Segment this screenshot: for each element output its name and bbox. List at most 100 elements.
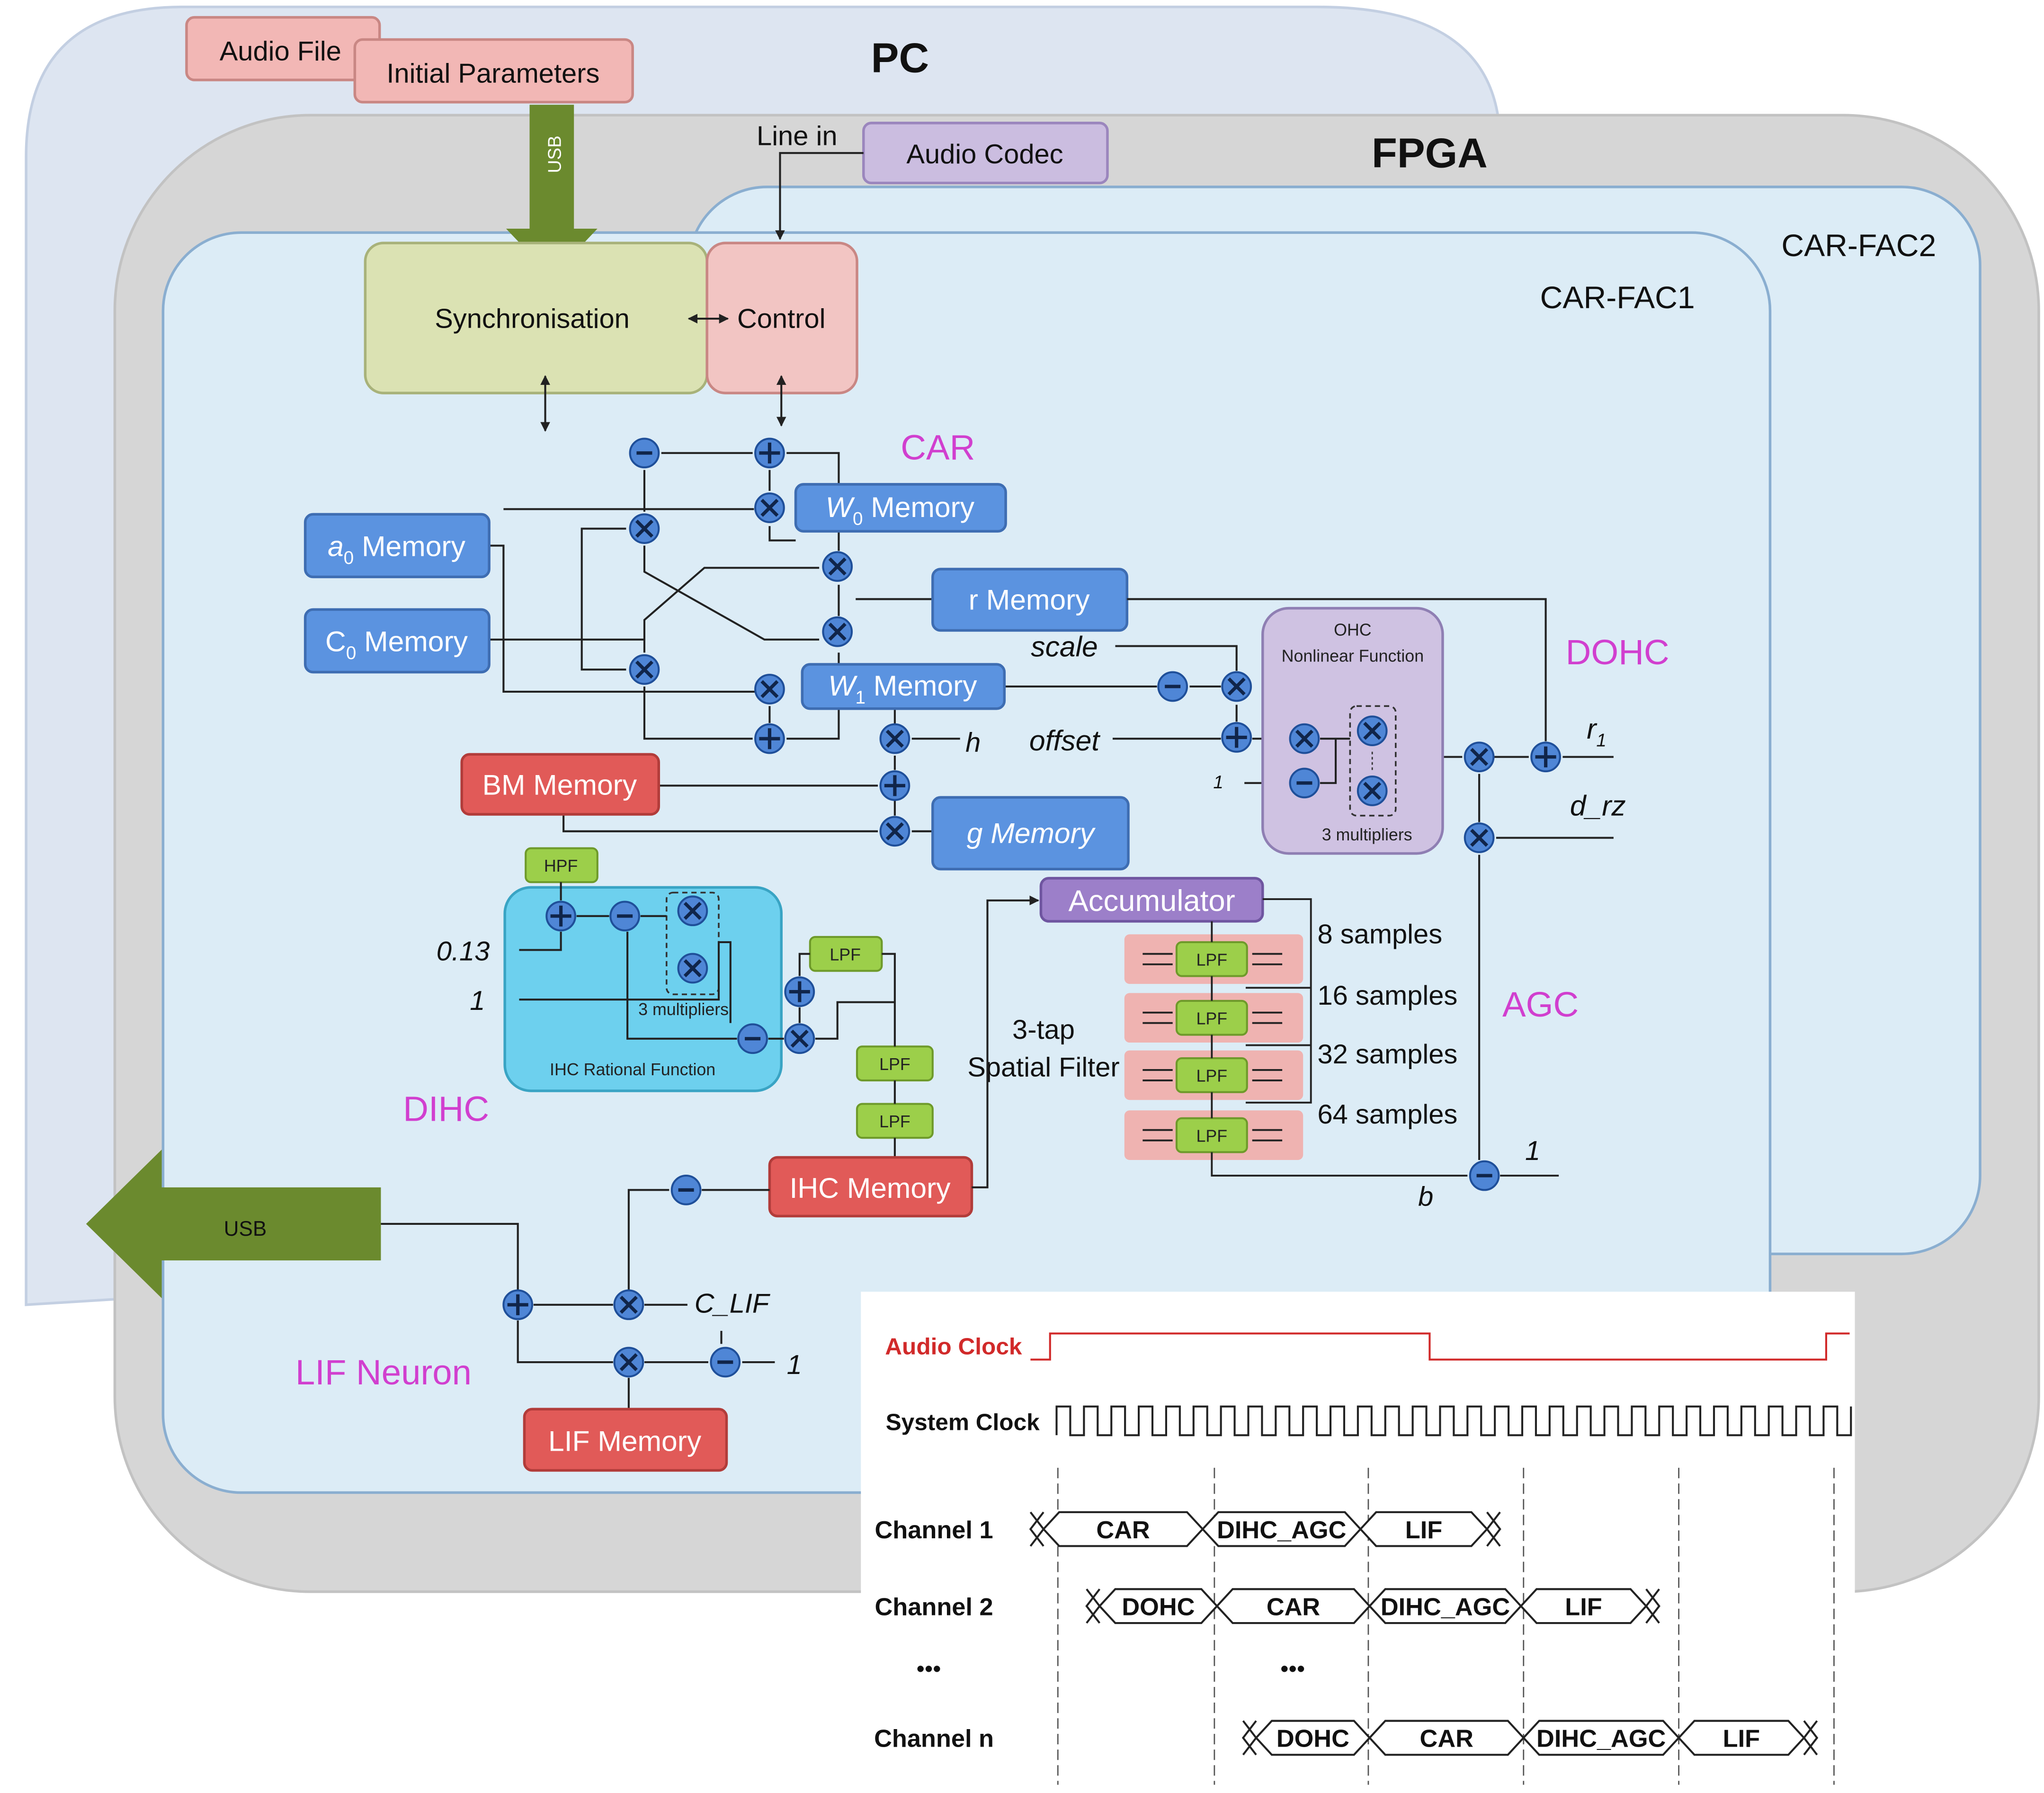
samples-32-label: 32 samples: [1317, 1039, 1457, 1070]
ohc-multiply-in: [1290, 724, 1319, 753]
agc-lpf-2: LPF: [1196, 1009, 1228, 1028]
control-label: Control: [737, 303, 825, 334]
audio-clock-waveform: [1030, 1332, 1850, 1361]
channel-slot-label: CAR: [1096, 1516, 1150, 1544]
ohc-subtract: [1290, 769, 1319, 798]
ohc-function-block: [1261, 607, 1444, 855]
car-add-top: [755, 439, 784, 468]
initial-parameters-label: Initial Parameters: [386, 58, 599, 89]
a0-memory-label: a0 Memory: [328, 530, 466, 568]
g-memory-label: g Memory: [967, 817, 1096, 849]
channel-slot-label: LIF: [1723, 1725, 1760, 1753]
offset-signal-label: offset: [1029, 724, 1100, 757]
car-add-bm: [881, 771, 910, 800]
car-multiply-g: [881, 817, 910, 846]
bm-memory-label: BM Memory: [482, 769, 637, 801]
usb-out-label: USB: [224, 1217, 267, 1240]
agc-one-label: 1: [1525, 1136, 1540, 1166]
agc-lpf-1: LPF: [1196, 951, 1228, 970]
channel-slot-label: CAR: [1420, 1725, 1473, 1753]
channel-slot-label: DIHC_AGC: [1381, 1593, 1510, 1621]
channel-label: Channel 2: [875, 1593, 993, 1621]
car-multiply-r-lower: [823, 617, 852, 646]
ihc-subtract-out: [738, 1024, 767, 1053]
car-multiply-c0: [630, 655, 659, 684]
lif-memory-box: [523, 1408, 728, 1472]
g-memory-box: [931, 796, 1130, 871]
lif-multiply-leak: [615, 1348, 643, 1377]
initial-parameters-box: [353, 38, 634, 104]
usb-in-arrow: [506, 105, 598, 277]
car-stage-label: CAR: [901, 428, 975, 467]
channel-slot-label: DOHC: [1122, 1593, 1195, 1621]
agc-multiply-drz: [1465, 823, 1494, 852]
audio-clock-label: Audio Clock: [885, 1333, 1022, 1359]
car-multiply-w1: [755, 675, 784, 704]
samples-8-label: 8 samples: [1317, 919, 1442, 950]
c-lif-signal-label: C_LIF: [695, 1288, 771, 1319]
usb-out-arrow: [86, 1149, 381, 1299]
car-add-bottom: [755, 724, 784, 753]
channel-slot-cross: [1241, 1720, 1258, 1756]
agc-lpf-3: LPF: [1196, 1067, 1228, 1086]
dohc-subtract: [1158, 672, 1187, 701]
channel-slot-label: DOHC: [1276, 1725, 1349, 1753]
channel-slot-label: DIHC_AGC: [1217, 1516, 1346, 1544]
bm-memory-box: [460, 753, 661, 816]
channel-ellipsis-mid: •••: [1280, 1655, 1305, 1682]
scale-signal-label: scale: [1031, 631, 1098, 663]
ohc-multiply-3: [1358, 776, 1387, 805]
ohc-title-line1: OHC: [1334, 621, 1372, 640]
ohc-title-line2: Nonlinear Function: [1282, 647, 1424, 666]
w0-memory-box: [794, 483, 1007, 533]
w1-memory-label: W1 Memory: [828, 669, 977, 708]
ihc-memory-label: IHC Memory: [790, 1172, 951, 1204]
usb-in-label: USB: [545, 135, 565, 173]
channel-slot-cross: [1029, 1511, 1045, 1547]
w1-memory-box: [801, 663, 1006, 710]
c0-memory-label: C0 Memory: [325, 625, 468, 664]
ohc-multiply-1: [1358, 716, 1387, 745]
dohc-stage-label: DOHC: [1566, 633, 1669, 672]
accumulator-label: Accumulator: [1069, 884, 1235, 918]
lif-multiply-clif: [615, 1290, 643, 1319]
channel-slot-label: LIF: [1405, 1516, 1442, 1544]
channel-ellipsis-left: •••: [916, 1655, 941, 1682]
ihc-add-feedback: [785, 977, 814, 1006]
system-clock-waveform: [1055, 1405, 1852, 1436]
spatial-filter-line1: 3-tap: [1012, 1015, 1075, 1045]
ohc-multiplier-group: [1349, 705, 1397, 817]
car-subtract-top: [630, 439, 659, 468]
h-signal-label: h: [965, 728, 981, 758]
samples-16-label: 16 samples: [1317, 981, 1457, 1011]
lif-subtract-one: [711, 1348, 740, 1377]
dohc-multiply-out: [1465, 742, 1494, 771]
dohc-wiring: [1112, 598, 1614, 1160]
agc-lpf-4: LPF: [1196, 1126, 1228, 1145]
c0-memory-box: [303, 608, 491, 674]
car-fac1-label: CAR-FAC1: [1540, 280, 1695, 315]
ihc-multiply-1: [678, 897, 707, 926]
lif-one-label: 1: [787, 1350, 802, 1380]
channel-slot-cross: [1803, 1720, 1819, 1756]
w0-memory-label: W0 Memory: [826, 491, 975, 529]
lif-stage-label: LIF Neuron: [295, 1353, 472, 1392]
const-013-label: 0.13: [437, 936, 490, 966]
dihc-wiring: [519, 882, 896, 1158]
dihc-stage-label: DIHC: [403, 1089, 489, 1128]
car-multiply-a0: [630, 514, 659, 543]
car-multiply-w0: [755, 493, 784, 522]
agc-filter-bank: LPF LPF LPF LPF: [1124, 898, 1559, 1177]
ihc-multiply-out: [785, 1024, 814, 1053]
car-multiply-r-upper: [823, 552, 852, 581]
r-memory-label: r Memory: [969, 583, 1090, 616]
channel-label: Channel n: [874, 1725, 994, 1753]
dohc-add-offset: [1222, 723, 1251, 752]
channel-slot-label: DIHC_AGC: [1536, 1725, 1666, 1753]
lif-memory-label: LIF Memory: [548, 1425, 702, 1457]
channel-slot-cross: [1645, 1588, 1660, 1624]
d-rz-signal-label: d_rz: [1570, 790, 1626, 822]
hpf-label: HPF: [544, 856, 578, 875]
